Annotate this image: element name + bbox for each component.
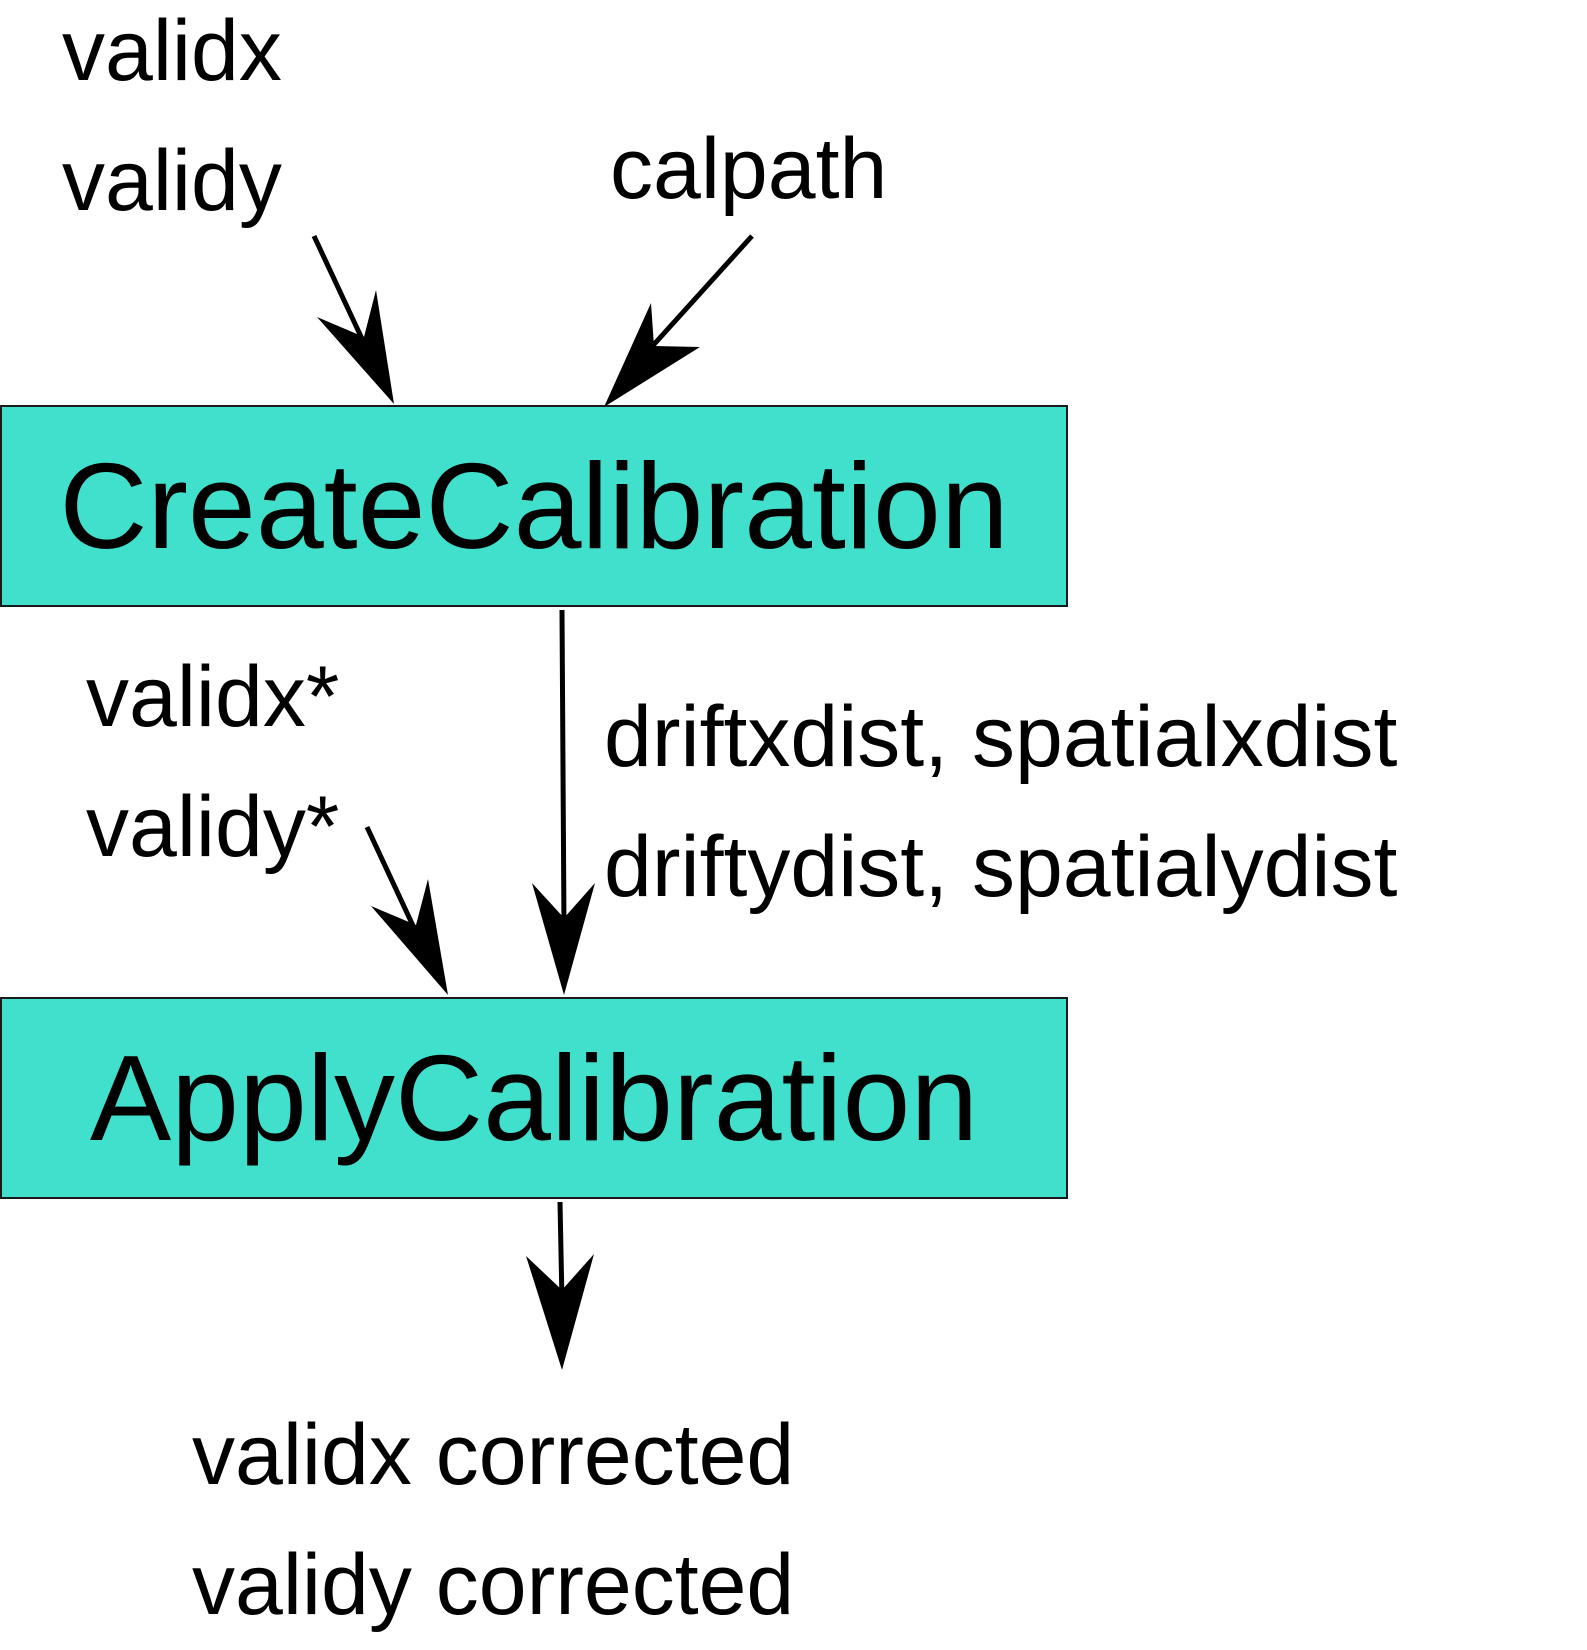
mid-input-validx: validx* bbox=[86, 649, 340, 745]
arrow-apply-to-outputs bbox=[526, 1201, 594, 1370]
top-input-validy: validy bbox=[62, 133, 282, 229]
arrow-calpath-to-create bbox=[604, 234, 754, 407]
dist-x-line: driftxdist, spatialxdist bbox=[604, 689, 1398, 785]
mid-input-validy: validy* bbox=[86, 779, 340, 875]
output-validx-corrected: validx corrected bbox=[192, 1407, 795, 1503]
create-calibration-label: CreateCalibration bbox=[59, 438, 1009, 574]
mid-inputs-label: validx* validy* bbox=[86, 632, 339, 892]
dist-y-line: driftydist, spatialydist bbox=[604, 819, 1398, 915]
calpath-label: calpath bbox=[610, 121, 888, 217]
arrow-inputs-to-create bbox=[311, 234, 394, 404]
distortion-outputs-label: driftxdist, spatialxdist driftydist, spa… bbox=[604, 672, 1397, 932]
apply-calibration-label: ApplyCalibration bbox=[89, 1030, 979, 1166]
create-calibration-box: CreateCalibration bbox=[0, 405, 1068, 607]
top-input-validx: validx bbox=[62, 3, 282, 99]
apply-calibration-box: ApplyCalibration bbox=[0, 997, 1068, 1199]
output-validy-corrected: validy corrected bbox=[192, 1537, 795, 1633]
arrow-mid-inputs-to-apply bbox=[364, 825, 448, 995]
arrow-create-to-apply bbox=[532, 609, 595, 995]
top-inputs-label: validx validy bbox=[62, 0, 282, 246]
corrected-outputs-label: validx corrected validy corrected bbox=[192, 1390, 794, 1650]
